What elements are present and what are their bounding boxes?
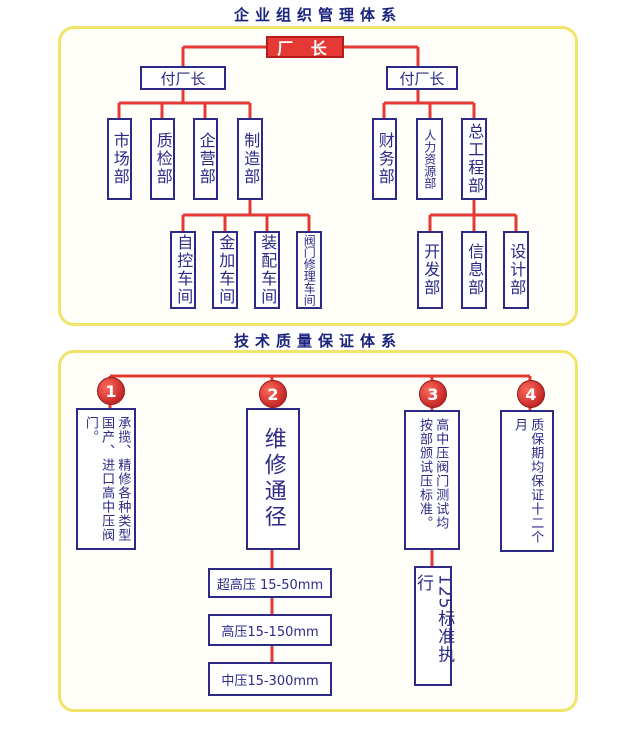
workshop-machining: 金加车间 [212, 231, 238, 309]
deputy-director-left: 付厂长 [140, 66, 226, 90]
deputy-director-right: 付厂长 [386, 66, 458, 90]
workshop-assembly: 装配车间 [254, 231, 280, 309]
standard-box: 125标准执行 [413, 566, 454, 686]
dept-information: 信息部 [461, 231, 487, 309]
dept-design: 设计部 [503, 231, 529, 309]
dept-development: 开发部 [417, 231, 443, 309]
dept-finance: 财务部 [372, 118, 397, 200]
workshop-valve-repair: 阀门修理车间 [296, 231, 322, 309]
dept-hr: 人力资源部 [416, 118, 443, 200]
step-2-badge: 2 [259, 380, 287, 408]
director-box: 厂 长 [266, 36, 344, 58]
step-3-box: 高中压阀门测试均按部颁试压标准。 [404, 410, 460, 550]
dept-quality-inspection: 质检部 [150, 118, 175, 200]
step-4-box: 质保期均保证十二个月 [500, 410, 554, 552]
dept-chief-engineering: 总工程部 [461, 118, 487, 200]
workshop-auto-control: 自控车间 [170, 231, 196, 309]
range-medium-pressure: 中压15-300mm [208, 662, 332, 696]
step-1-badge: 1 [97, 377, 125, 405]
step-4-badge: 4 [517, 380, 545, 408]
org-title: 企业组织管理体系 [233, 6, 402, 24]
dept-manufacturing: 制造部 [237, 118, 263, 200]
step-3-badge: 3 [419, 380, 447, 408]
quality-title: 技术质量保证体系 [233, 332, 402, 350]
quality-panel [58, 350, 578, 712]
step-2-box: 维修通径 [246, 408, 300, 550]
range-high-pressure: 高压15-150mm [208, 614, 332, 646]
dept-enterprise: 企营部 [193, 118, 218, 200]
dept-market: 市场部 [107, 118, 132, 200]
range-ultra-high-pressure: 超高压 15-50mm [208, 568, 332, 598]
step-1-box: 承揽、精修各种类型国产、进口高中压阀门。 [76, 408, 136, 550]
